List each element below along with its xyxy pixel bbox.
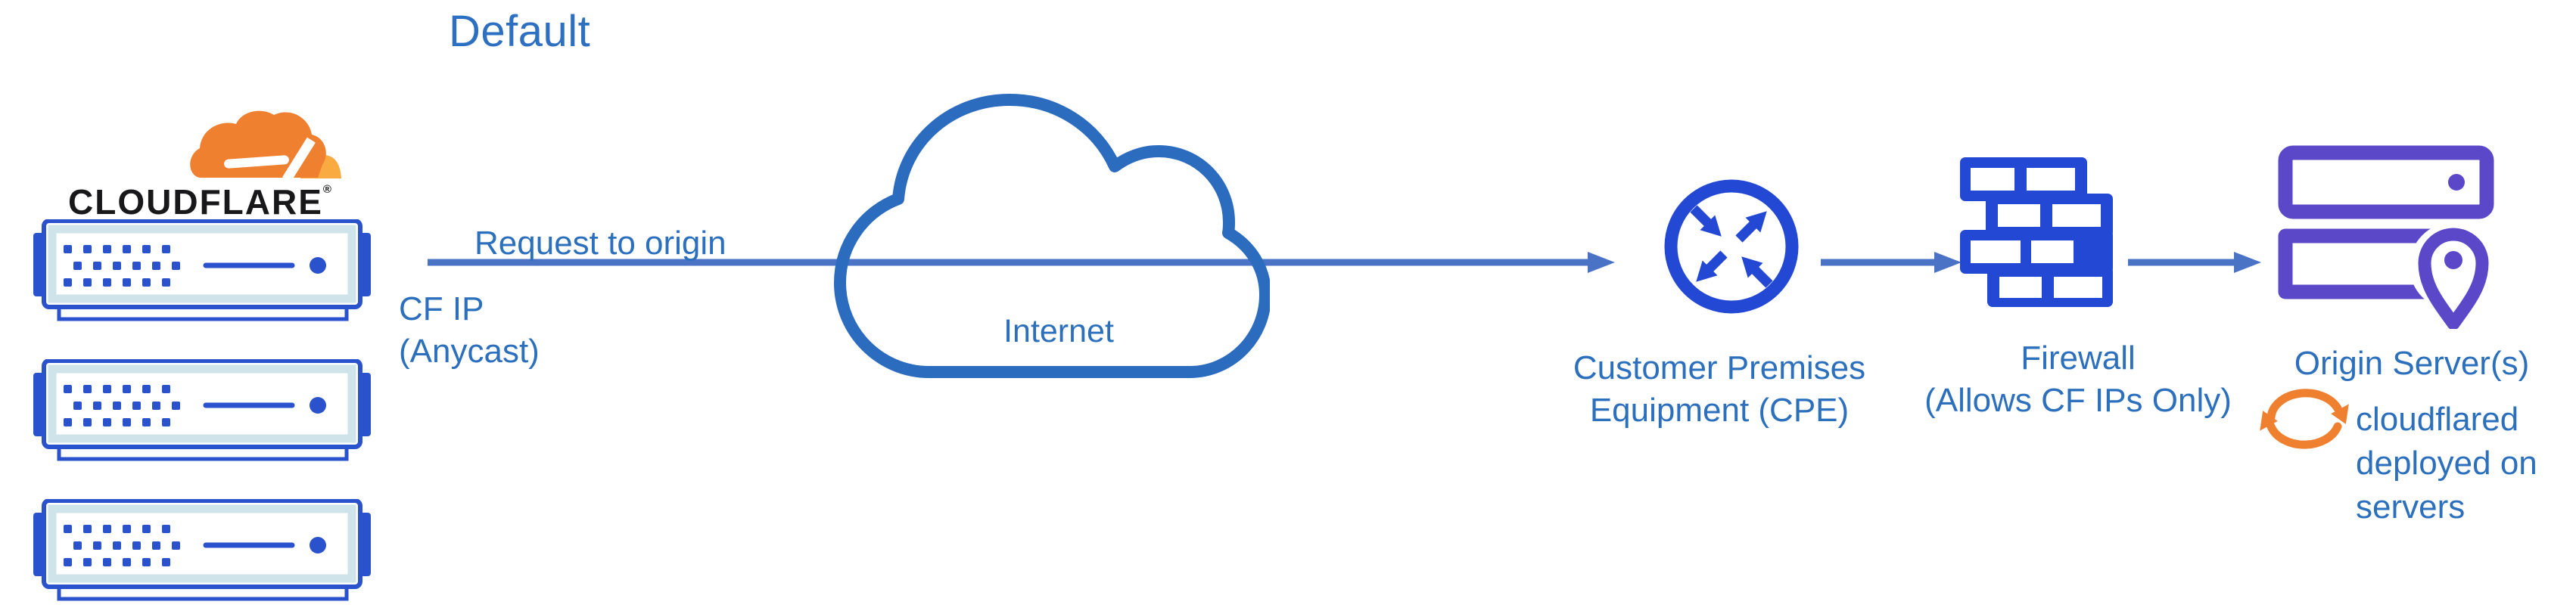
sync-arrows-icon — [2260, 389, 2349, 449]
edge-server-unit — [33, 358, 371, 464]
origin-servers-location-icon — [2278, 145, 2497, 329]
diagram-title: Default — [449, 7, 591, 56]
cpe-label: Customer Premises Equipment (CPE) — [1573, 349, 1866, 429]
brick-wall-icon — [1960, 157, 2113, 307]
rack-server-icon — [33, 219, 371, 321]
cloudflare-wordmark: CLOUDFLARE® — [68, 182, 333, 222]
origin-servers-label: Origin Server(s) — [2294, 345, 2530, 382]
edge-server-unit — [33, 219, 371, 324]
cf-ip-anycast-label: CF IP (Anycast) — [399, 290, 540, 370]
cloudflared-note: cloudflared deployed on servers — [2356, 401, 2537, 526]
rack-server-icon — [33, 498, 371, 601]
edge-server-unit — [33, 498, 371, 603]
internet-label: Internet — [1003, 313, 1114, 349]
rack-server-icon — [33, 358, 371, 461]
request-to-origin-label: Request to origin — [474, 225, 726, 262]
firewall-label: Firewall (Allows CF IPs Only) — [1924, 340, 2232, 419]
registered-trademark: ® — [322, 183, 333, 196]
edge-server-rack — [33, 219, 371, 612]
cloud-icon — [834, 94, 1270, 378]
cloudflare-cloud-icon — [190, 110, 341, 183]
cloudflare-logo: CLOUDFLARE® — [30, 109, 371, 222]
router-icon — [1664, 179, 1799, 314]
